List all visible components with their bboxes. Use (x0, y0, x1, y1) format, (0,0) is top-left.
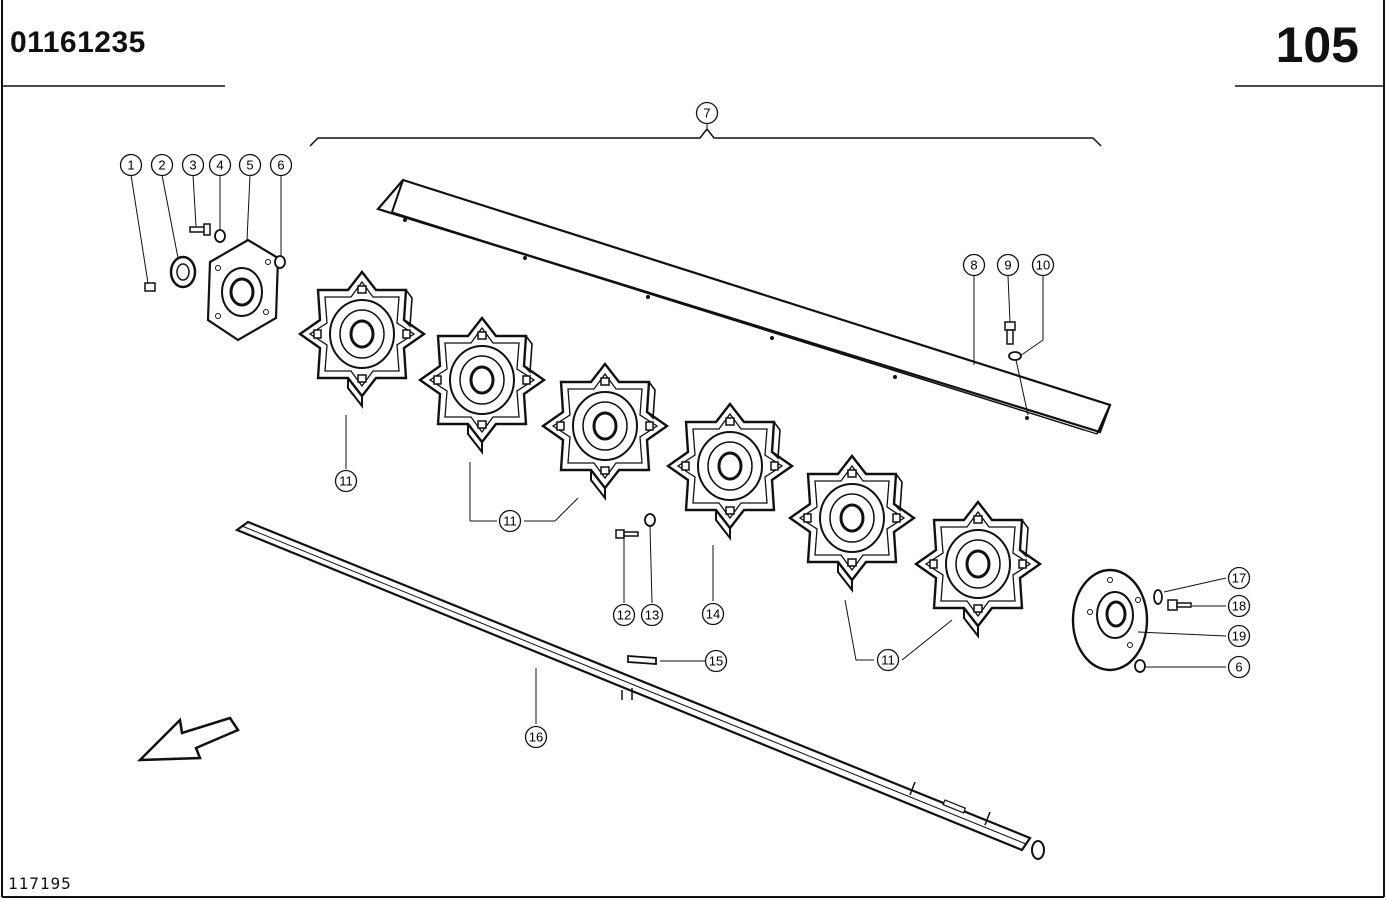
svg-text:5: 5 (246, 158, 253, 173)
callout-2: 2 (150, 153, 174, 177)
bolt-12 (615, 529, 639, 539)
washer-10 (1008, 351, 1022, 361)
svg-text:10: 10 (1036, 258, 1050, 273)
callout-8: 8 (962, 253, 986, 277)
callout-14: 14 (701, 602, 725, 626)
sprocket-5 (788, 454, 916, 592)
page-number: 105 (1275, 17, 1359, 73)
direction-arrow-icon (136, 716, 240, 762)
callout-11-c: 11 (876, 648, 900, 672)
svg-text:16: 16 (529, 730, 543, 745)
shaft (234, 520, 1045, 860)
sprocket-3 (541, 362, 669, 500)
bolt-18 (1167, 599, 1192, 611)
svg-text:14: 14 (706, 607, 720, 622)
callout-4: 4 (208, 153, 232, 177)
sprocket-1 (298, 270, 426, 408)
svg-text:11: 11 (339, 474, 353, 489)
svg-text:2: 2 (158, 158, 165, 173)
svg-text:17: 17 (1232, 571, 1246, 586)
callout-19: 19 (1227, 624, 1251, 648)
svg-text:12: 12 (617, 608, 631, 623)
svg-text:19: 19 (1232, 629, 1246, 644)
bolt-9 (1004, 321, 1016, 345)
callout-6-right: 6 (1227, 655, 1251, 679)
callout-15: 15 (704, 649, 728, 673)
feather-key (627, 655, 657, 665)
callout-11-a: 11 (334, 469, 358, 493)
sprocket-4 (666, 402, 794, 540)
washer-4 (214, 229, 226, 243)
svg-text:3: 3 (189, 158, 196, 173)
callout-12: 12 (612, 603, 636, 627)
nut-6-right (1134, 659, 1146, 673)
svg-text:1: 1 (127, 158, 134, 173)
callout-13: 13 (640, 603, 664, 627)
callout-18: 18 (1227, 594, 1251, 618)
svg-text:9: 9 (1004, 258, 1011, 273)
svg-text:4: 4 (216, 158, 223, 173)
flange-bearing-right (1071, 568, 1149, 672)
svg-text:11: 11 (503, 514, 517, 529)
svg-text:6: 6 (1235, 660, 1242, 675)
bolt-3 (189, 223, 211, 236)
callout-6-left: 6 (269, 153, 293, 177)
document-number: 01161235 (10, 26, 146, 59)
callout-3: 3 (181, 153, 205, 177)
drawing-number: 117195 (8, 874, 72, 893)
washer-13 (644, 513, 656, 527)
washer-17 (1153, 589, 1163, 605)
nut-6-left (274, 255, 286, 269)
set-screw (144, 282, 156, 292)
callout-10: 10 (1031, 253, 1055, 277)
svg-text:7: 7 (703, 106, 710, 121)
svg-text:8: 8 (970, 258, 977, 273)
leader-lines (130, 123, 1227, 724)
callout-9: 9 (996, 253, 1020, 277)
svg-text:11: 11 (881, 653, 895, 668)
callout-1: 1 (119, 153, 143, 177)
callout-16: 16 (524, 725, 548, 749)
flange-bearing-left (206, 238, 280, 342)
sprocket-6 (914, 500, 1042, 638)
bearing-ring (169, 255, 197, 289)
callout-5: 5 (238, 153, 262, 177)
svg-text:15: 15 (709, 654, 723, 669)
svg-text:18: 18 (1232, 599, 1246, 614)
assembly-bracket (309, 127, 1102, 147)
callout-11-b: 11 (498, 509, 522, 533)
svg-text:13: 13 (645, 608, 659, 623)
callout-17: 17 (1227, 566, 1251, 590)
callout-7: 7 (695, 101, 719, 125)
angle-strip (376, 178, 1112, 435)
sprocket-2 (418, 316, 546, 454)
svg-text:6: 6 (277, 158, 284, 173)
